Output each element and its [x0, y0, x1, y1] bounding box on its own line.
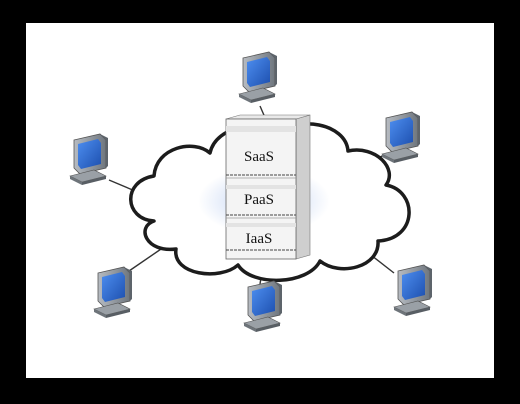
cloud-diagram — [69, 51, 433, 333]
computer-icon — [243, 280, 283, 333]
link-bottom-left — [128, 246, 165, 272]
computer-icon — [238, 51, 278, 104]
computer-icon — [393, 264, 433, 317]
diagram-panel: SaaS PaaS IaaS — [26, 23, 494, 378]
computer-icon — [69, 133, 109, 186]
computer-icon — [381, 111, 421, 164]
computer-icon — [93, 266, 133, 319]
service-stack — [225, 114, 311, 260]
